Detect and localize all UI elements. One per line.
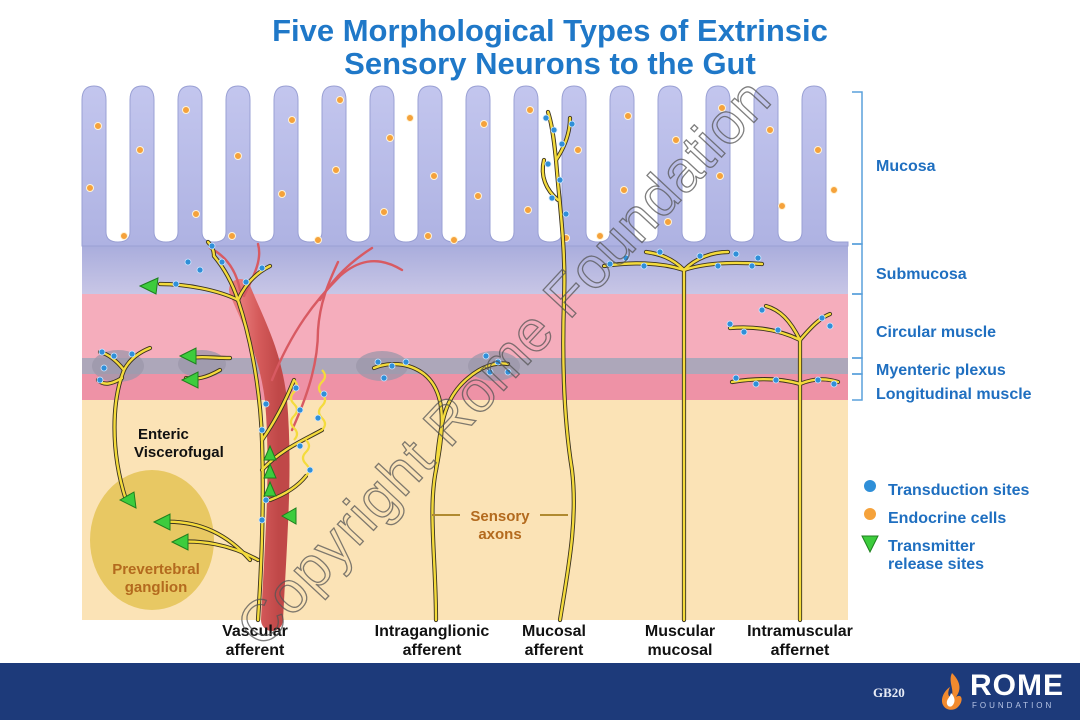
- footer-bar: GB20 ROME FOUNDATION: [0, 663, 1080, 720]
- circular-muscle-layer: [82, 292, 848, 358]
- mucosa-villi: [81, 85, 849, 247]
- label-prevertebral: Prevertebral: [112, 561, 200, 578]
- title-line-2: Sensory Neurons to the Gut: [344, 46, 756, 81]
- label-axons: axons: [478, 526, 521, 543]
- neuron-label-muscular-2: mucosal: [648, 642, 713, 659]
- label-submucosa: Submucosa: [876, 266, 967, 283]
- transmitter-release-sites: [118, 277, 297, 551]
- legend-endocrine-label: Endocrine cells: [888, 510, 1006, 527]
- layer-brackets: [852, 91, 863, 401]
- legend-transduction-label: Transduction sites: [888, 482, 1029, 499]
- label-enteric: Enteric: [138, 426, 189, 443]
- neuron-label-mucosal-2: afferent: [525, 642, 584, 659]
- legend-endocrine-icon: [864, 508, 876, 520]
- legend-transmitter-icon: [861, 535, 879, 554]
- label-longitudinal-muscle: Longitudinal muscle: [876, 386, 1032, 403]
- neuron-label-intramuscular-1: Intramuscular: [747, 623, 853, 640]
- legend-transmitter-label-1: Transmitter: [888, 538, 975, 555]
- neuron-label-intramuscular-2: affernet: [771, 642, 830, 659]
- rome-logo-text: ROME: [970, 669, 1064, 702]
- slide-code: GB20: [873, 685, 905, 700]
- diagram-title: Five Morphological Types of Extrinsic Se…: [150, 14, 950, 80]
- label-ganglion: ganglion: [125, 579, 188, 596]
- label-mucosa: Mucosa: [876, 158, 936, 175]
- nerve-fibers-core: [96, 110, 840, 622]
- transduction-sites: [96, 114, 838, 524]
- prevertebral-ganglion: [90, 470, 214, 610]
- label-circular-muscle: Circular muscle: [876, 324, 996, 341]
- neuron-label-intraganglionic-2: afferent: [403, 642, 462, 659]
- endocrine-cells: [86, 96, 838, 244]
- label-viscerofugal: Viscerofugal: [134, 444, 224, 461]
- neuron-label-muscular-1: Muscular: [645, 623, 715, 640]
- rome-flame-icon: [941, 673, 962, 710]
- neuron-label-vascular-2: afferent: [226, 642, 285, 659]
- gut-wall-diagram: Mucosa Submucosa Circular muscle Myenter…: [81, 65, 1032, 660]
- neuron-label-vascular-1: Vascular: [222, 623, 288, 640]
- legend-transmitter-label-2: release sites: [888, 556, 984, 573]
- vessel-branches: [208, 242, 404, 432]
- serosa-region: [82, 398, 848, 620]
- rome-logo-subtext: FOUNDATION: [972, 701, 1055, 710]
- neuron-label-intraganglionic-1: Intraganglionic: [375, 623, 490, 640]
- label-myenteric-plexus: Myenteric plexus: [876, 362, 1006, 379]
- legend-transduction-icon: [864, 480, 876, 492]
- title-line-1: Five Morphological Types of Extrinsic: [272, 13, 828, 48]
- label-sensory: Sensory: [470, 508, 530, 525]
- neuron-label-mucosal-1: Mucosal: [522, 623, 586, 640]
